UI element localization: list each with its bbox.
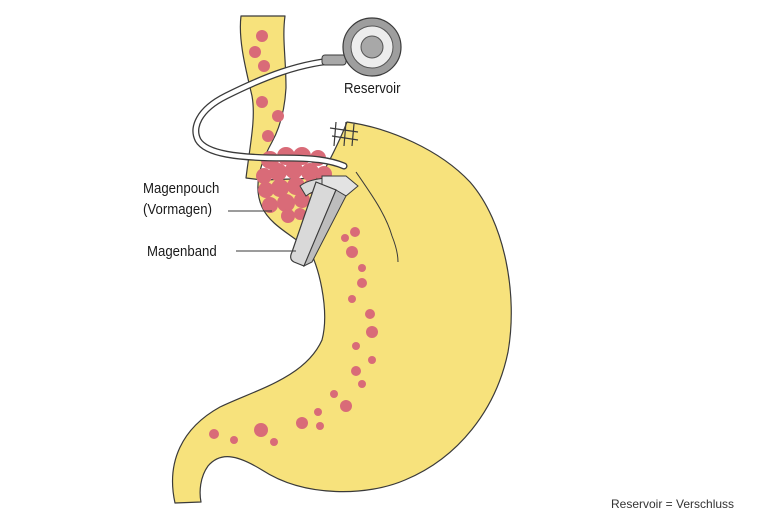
reservoir-label: Reservoir	[344, 80, 401, 97]
band-label: Magenband	[147, 243, 217, 260]
gastric-band	[290, 175, 359, 268]
stomach-dots	[209, 30, 378, 446]
stomach-inner-line	[355, 171, 399, 263]
sutures	[329, 121, 359, 147]
stomach-body	[171, 15, 512, 504]
pouch-label-line1: Magenpouch	[143, 180, 220, 197]
pouch-label-line2: (Vormagen)	[143, 201, 212, 218]
footnote: Reservoir = Verschluss	[611, 497, 735, 511]
pouch-mucosa	[256, 147, 332, 223]
reservoir-port	[321, 17, 402, 77]
